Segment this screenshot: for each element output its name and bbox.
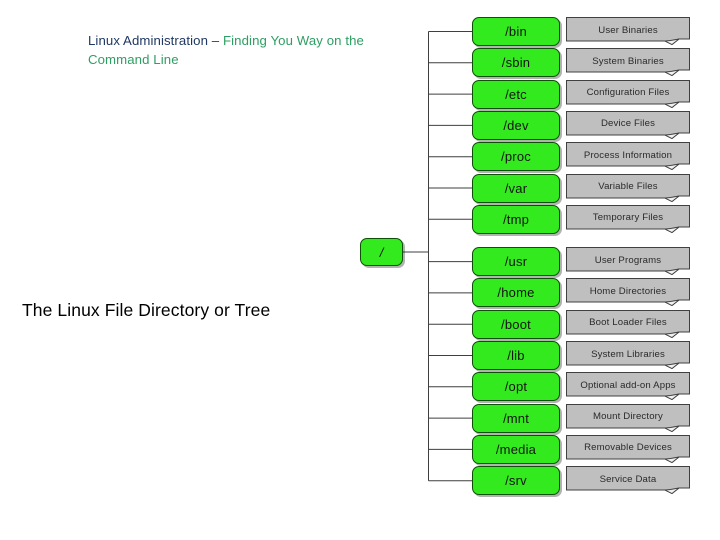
description-note-shape [566,372,690,401]
description-note-shape [566,17,690,46]
description-note-shape [566,247,690,276]
directory-node-label: /sbin [501,55,531,71]
directory-node[interactable]: /dev [472,110,560,140]
directory-node[interactable]: /proc [472,142,560,172]
description-note-label: Removable Devices [584,442,672,454]
page-title-segment-dark: Linux Administration – [88,33,223,48]
description-note-shape [566,403,690,432]
page-title: Linux Administration – Finding You Way o… [88,31,368,69]
directory-node-label: /bin [505,24,527,39]
description-note-shape [566,173,690,202]
description-note-shape [566,341,690,370]
directory-node[interactable]: /tmp [472,204,560,234]
description-note-label: Process Information [583,149,673,161]
directory-node[interactable]: /usr [472,247,560,277]
description-note-shape [566,309,690,338]
directory-node[interactable]: /home [472,278,560,308]
directory-node[interactable]: /mnt [472,403,560,433]
description-note-label: System Binaries [592,55,664,67]
directory-node[interactable]: /bin [472,17,560,46]
description-note-label: Service Data [599,473,657,485]
tree-root-label: / [379,244,384,260]
description-note: Home Directories [566,278,690,307]
description-note: Mount Directory [566,403,690,433]
description-note-label: System Libraries [591,348,665,360]
directory-node-label: /boot [501,316,531,332]
directory-node[interactable]: /lib [472,341,560,370]
description-note: Service Data [566,466,690,495]
description-note-shape [566,79,690,108]
directory-node-label: /srv [505,473,527,489]
description-note-label: Home Directories [589,285,667,297]
directory-node-label: /dev [503,117,529,133]
directory-node-label: /usr [504,254,528,270]
diagram-caption: The Linux File Directory or Tree [22,300,271,320]
description-note-label: User Binaries [598,24,658,36]
description-note: Configuration Files [566,79,690,109]
description-note-label: Optional add-on Apps [580,379,676,391]
directory-node-label: /tmp [502,211,530,227]
description-note: Device Files [566,110,690,140]
description-note: System Libraries [566,341,690,370]
page-title-segment-green: Finding You Way on the Command Line [88,33,364,67]
description-note: Removable Devices [566,434,690,464]
directory-node-label: /home [497,285,535,301]
description-note: User Programs [566,247,690,276]
description-note: Optional add-on Apps [566,372,690,401]
description-note: User Binaries [566,17,690,46]
description-note: Boot Loader Files [566,309,690,339]
directory-node[interactable]: /var [472,173,560,203]
directory-node[interactable]: /sbin [472,48,560,78]
description-note: Variable Files [566,173,690,203]
description-note: Process Information [566,142,690,171]
directory-node[interactable]: /opt [472,372,560,402]
directory-node[interactable]: /etc [472,79,560,109]
directory-node-label: /var [504,180,528,196]
directory-node[interactable]: /media [472,434,560,464]
description-note-label: Variable Files [598,181,658,192]
description-note-shape [566,204,690,233]
directory-node-label: /etc [505,86,527,102]
tree-root-node[interactable]: / [360,238,403,266]
directory-node[interactable]: /srv [472,466,560,496]
description-note: Temporary Files [566,204,690,234]
directory-node-label: /proc [501,149,531,165]
directory-node-label: /mnt [502,410,530,426]
directory-node-label: /lib [507,348,525,363]
description-note-shape [566,110,690,139]
description-note-shape [566,142,690,171]
description-note-shape [566,434,690,463]
description-note: System Binaries [566,48,690,77]
description-note-label: Temporary Files [592,212,664,224]
description-note-shape [566,466,690,495]
directory-node-label: /media [495,441,537,457]
description-note-label: Device Files [600,118,656,130]
description-note-shape [566,48,690,77]
description-note-shape [566,278,690,307]
description-note-label: User Programs [594,254,662,266]
directory-node[interactable]: /boot [472,309,560,339]
directory-node-label: /opt [504,379,528,395]
description-note-label: Boot Loader Files [589,317,667,329]
description-note-label: Configuration Files [586,87,670,99]
description-note-label: Mount Directory [593,411,663,423]
